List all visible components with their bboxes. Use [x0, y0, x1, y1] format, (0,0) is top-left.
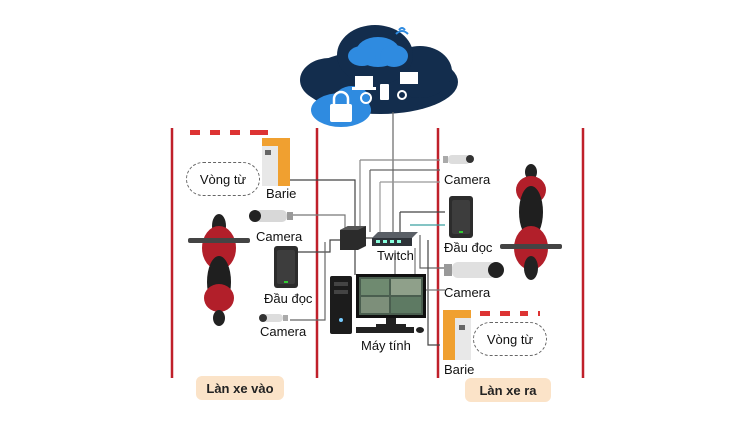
card-reader-entry-label: Đầu đọc	[264, 291, 313, 306]
computer-icon	[330, 274, 426, 334]
cloud-icon	[300, 25, 458, 127]
camera-entry-1-icon	[249, 210, 293, 222]
magnetic-loop-exit-label: Vòng từ	[473, 322, 547, 356]
laptop-icon	[355, 76, 373, 87]
magnetic-loop-entry-label: Vòng từ	[186, 162, 260, 196]
barie-entry-label: Barie	[266, 186, 297, 201]
camera-exit-1-icon	[443, 155, 474, 164]
keyboard-icon	[356, 327, 414, 333]
lane-exit-label: Làn xe ra	[465, 378, 551, 402]
barie-exit-label: Barie	[444, 362, 475, 377]
card-reader-exit-label: Đầu đọc	[444, 240, 493, 255]
barrier-entry-icon	[180, 130, 290, 186]
lane-entry-label: Làn xe vào	[196, 376, 284, 400]
network-wires	[290, 112, 445, 346]
switch-label: Twitch	[377, 248, 414, 263]
card-reader-exit-icon	[449, 196, 473, 238]
computer-label: Máy tính	[361, 338, 411, 353]
camera-entry-1-label: Camera	[256, 229, 303, 244]
mouse-icon	[416, 327, 424, 333]
network-switch-icon	[372, 232, 418, 246]
monitor-icon	[400, 72, 418, 84]
camera-entry-2-icon	[259, 314, 288, 322]
camera-entry-2-label: Camera	[260, 324, 307, 339]
gear-icon	[360, 92, 372, 104]
barrier-exit-icon	[443, 310, 540, 360]
camera-exit-1-label: Camera	[444, 172, 491, 187]
motorbike-entry-icon	[188, 214, 250, 326]
controller-box-icon	[340, 226, 366, 250]
camera-exit-2-label: Camera	[444, 285, 491, 300]
card-reader-entry-icon	[274, 246, 298, 288]
phone-icon	[380, 84, 389, 100]
lock-icon	[330, 104, 352, 122]
motorbike-exit-icon	[500, 164, 562, 280]
camera-exit-2-icon	[444, 262, 504, 278]
